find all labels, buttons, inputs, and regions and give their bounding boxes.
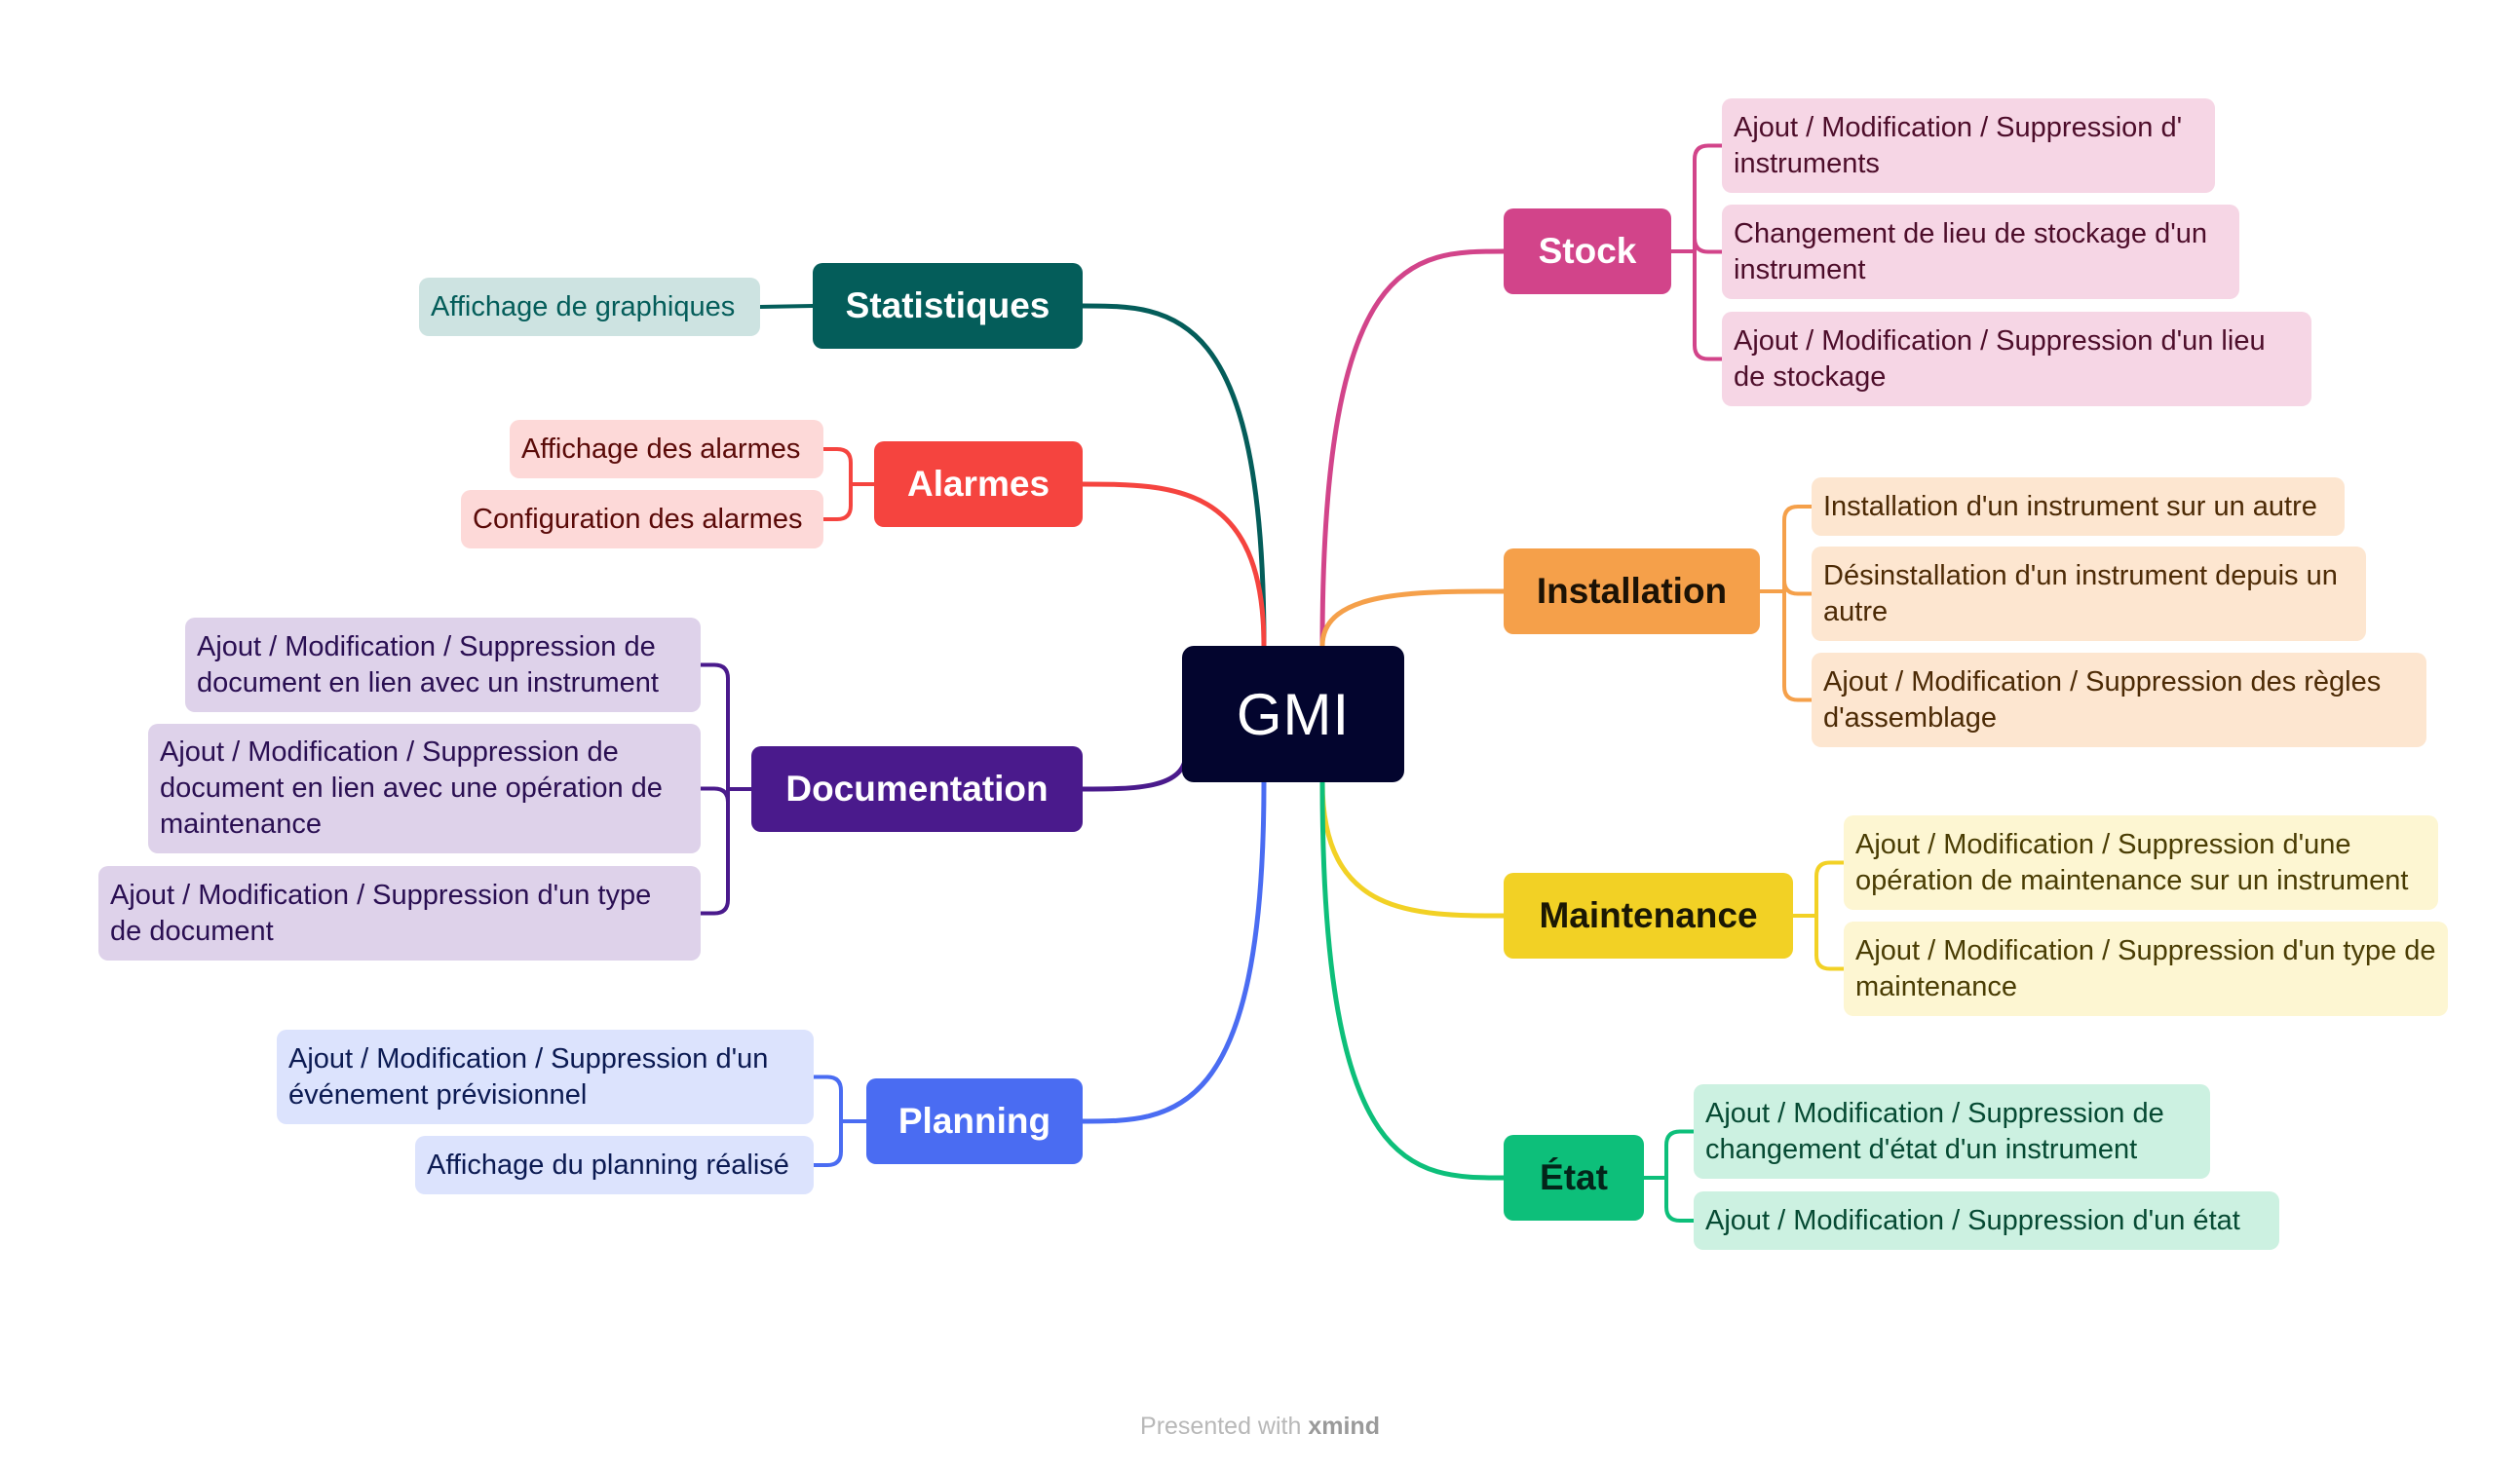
stock-item-add-edit-delete-instruments[interactable]: Ajout / Modification / Suppression d' in… <box>1722 98 2215 193</box>
installation-item-uninstall-from-other[interactable]: Désinstallation d'un instrument depuis u… <box>1812 547 2366 641</box>
branch-statistiques[interactable]: Statistiques <box>813 263 1083 349</box>
stock-item-change-storage-location[interactable]: Changement de lieu de stockage d'un inst… <box>1722 205 2239 299</box>
connector-alarmes-1 <box>821 482 853 521</box>
connector-root-stock <box>1319 248 1507 649</box>
branch-planning[interactable]: Planning <box>866 1078 1083 1164</box>
branch-alarmes[interactable]: Alarmes <box>874 441 1083 527</box>
connector-installation-2 <box>1782 589 1814 702</box>
branch-maintenance[interactable]: Maintenance <box>1504 873 1793 959</box>
branch-installation[interactable]: Installation <box>1504 548 1760 634</box>
connector-root-maintenance <box>1319 779 1507 919</box>
planning-item-realized-planning[interactable]: Affichage du planning réalisé <box>415 1136 814 1194</box>
connector-alarmes-0 <box>821 447 853 486</box>
presented-with-footer[interactable]: Presented with xmind <box>0 1413 2520 1441</box>
connector-maintenance-1 <box>1814 914 1846 971</box>
installation-item-assembly-rules[interactable]: Ajout / Modification / Suppression des r… <box>1812 653 2426 747</box>
connector-root-statistiques <box>1080 303 1267 649</box>
connector-planning-0 <box>812 1075 843 1123</box>
connector-installation-0 <box>1782 505 1814 593</box>
connector-etat-1 <box>1664 1176 1696 1223</box>
connector-statistiques-0 <box>758 304 815 309</box>
connector-root-installation <box>1319 588 1507 649</box>
maintenance-item-type[interactable]: Ajout / Modification / Suppression d'un … <box>1844 922 2448 1016</box>
connector-stock-0 <box>1693 143 1724 253</box>
connector-documentation-2 <box>699 787 730 916</box>
connector-documentation-0 <box>699 662 730 791</box>
documentation-item-document-type[interactable]: Ajout / Modification / Suppression d'un … <box>98 866 701 961</box>
branch-documentation[interactable]: Documentation <box>751 746 1083 832</box>
connector-etat-0 <box>1664 1129 1696 1180</box>
etat-item-state-change[interactable]: Ajout / Modification / Suppression de ch… <box>1694 1084 2210 1179</box>
connector-planning-1 <box>812 1119 843 1167</box>
statistiques-item-charts[interactable]: Affichage de graphiques <box>419 278 760 336</box>
connector-root-etat <box>1319 779 1507 1181</box>
connector-maintenance-0 <box>1814 860 1846 918</box>
alarmes-item-display[interactable]: Affichage des alarmes <box>510 420 823 478</box>
connector-stock-1 <box>1693 238 1724 254</box>
connector-root-alarmes <box>1080 481 1267 649</box>
root-node-gmi[interactable]: GMI <box>1182 646 1404 782</box>
maintenance-item-operation[interactable]: Ajout / Modification / Suppression d'une… <box>1844 815 2438 910</box>
stock-item-add-edit-delete-storage-location[interactable]: Ajout / Modification / Suppression d'un … <box>1722 312 2311 406</box>
xmind-logo-text: xmind <box>1308 1413 1380 1440</box>
connector-documentation-1 <box>699 786 730 803</box>
connector-stock-2 <box>1693 249 1724 361</box>
installation-item-install-on-other[interactable]: Installation d'un instrument sur un autr… <box>1812 477 2345 536</box>
etat-item-state[interactable]: Ajout / Modification / Suppression d'un … <box>1694 1191 2279 1250</box>
branch-etat[interactable]: État <box>1504 1135 1644 1221</box>
connector-root-planning <box>1080 779 1267 1124</box>
connector-root-documentation <box>1080 750 1189 792</box>
connector-installation-1 <box>1782 580 1814 596</box>
footer-prefix: Presented with <box>1140 1413 1302 1440</box>
alarmes-item-configuration[interactable]: Configuration des alarmes <box>461 490 823 548</box>
documentation-item-maintenance-document[interactable]: Ajout / Modification / Suppression de do… <box>148 724 701 853</box>
documentation-item-instrument-document[interactable]: Ajout / Modification / Suppression de do… <box>185 618 701 712</box>
branch-stock[interactable]: Stock <box>1504 208 1671 294</box>
planning-item-forecast-event[interactable]: Ajout / Modification / Suppression d'un … <box>277 1030 814 1124</box>
